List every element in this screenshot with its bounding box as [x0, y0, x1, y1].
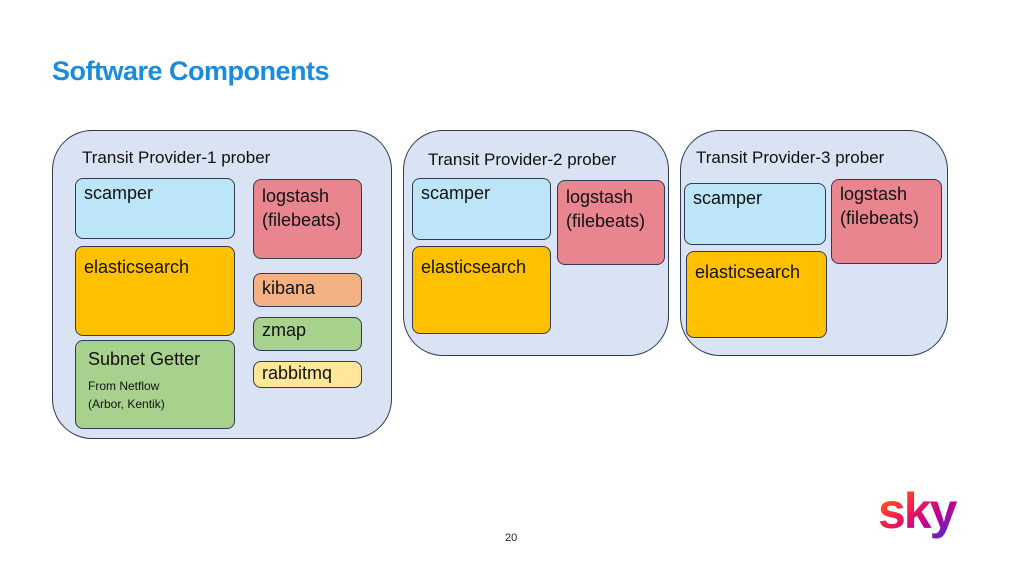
logstash-sublabel: (filebeats) — [262, 210, 342, 230]
subnet-getter-title: Subnet Getter — [88, 349, 201, 369]
group-title: Transit Provider-2 prober — [428, 150, 617, 169]
subnet-getter-desc: From Netflow (Arbor, Kentik) — [88, 377, 226, 413]
page-number: 20 — [505, 532, 518, 544]
zmap-box: zmap — [253, 317, 362, 351]
group-title: Transit Provider-3 prober — [696, 148, 885, 167]
logstash-label: logstash — [840, 184, 908, 204]
scamper-box: scamper — [684, 183, 826, 245]
logstash-label: logstash — [262, 186, 330, 206]
svg-text:sky: sky — [878, 483, 958, 539]
subnet-getter-box: Subnet Getter From Netflow (Arbor, Kenti… — [75, 340, 235, 429]
logstash-sublabel: (filebeats) — [840, 208, 920, 228]
logstash-sublabel: (filebeats) — [566, 211, 646, 231]
kibana-box: kibana — [253, 273, 362, 307]
elasticsearch-box: elasticsearch — [75, 246, 235, 336]
elasticsearch-box: elasticsearch — [686, 251, 827, 338]
scamper-box: scamper — [75, 178, 235, 239]
group-title: Transit Provider-1 prober — [82, 148, 271, 167]
logstash-label: logstash — [566, 187, 634, 207]
logstash-box: logstash (filebeats) — [831, 179, 942, 264]
scamper-box: scamper — [412, 178, 551, 240]
logstash-box: logstash (filebeats) — [557, 180, 665, 265]
slide-title: Software Components — [52, 56, 330, 86]
sky-logo: sky — [878, 483, 960, 539]
elasticsearch-box: elasticsearch — [412, 246, 551, 334]
subnet-getter-desc-line1: From Netflow — [88, 379, 160, 393]
subnet-getter-desc-line2: (Arbor, Kentik) — [88, 397, 165, 411]
logstash-box: logstash (filebeats) — [253, 179, 362, 259]
rabbitmq-box: rabbitmq — [253, 361, 362, 388]
